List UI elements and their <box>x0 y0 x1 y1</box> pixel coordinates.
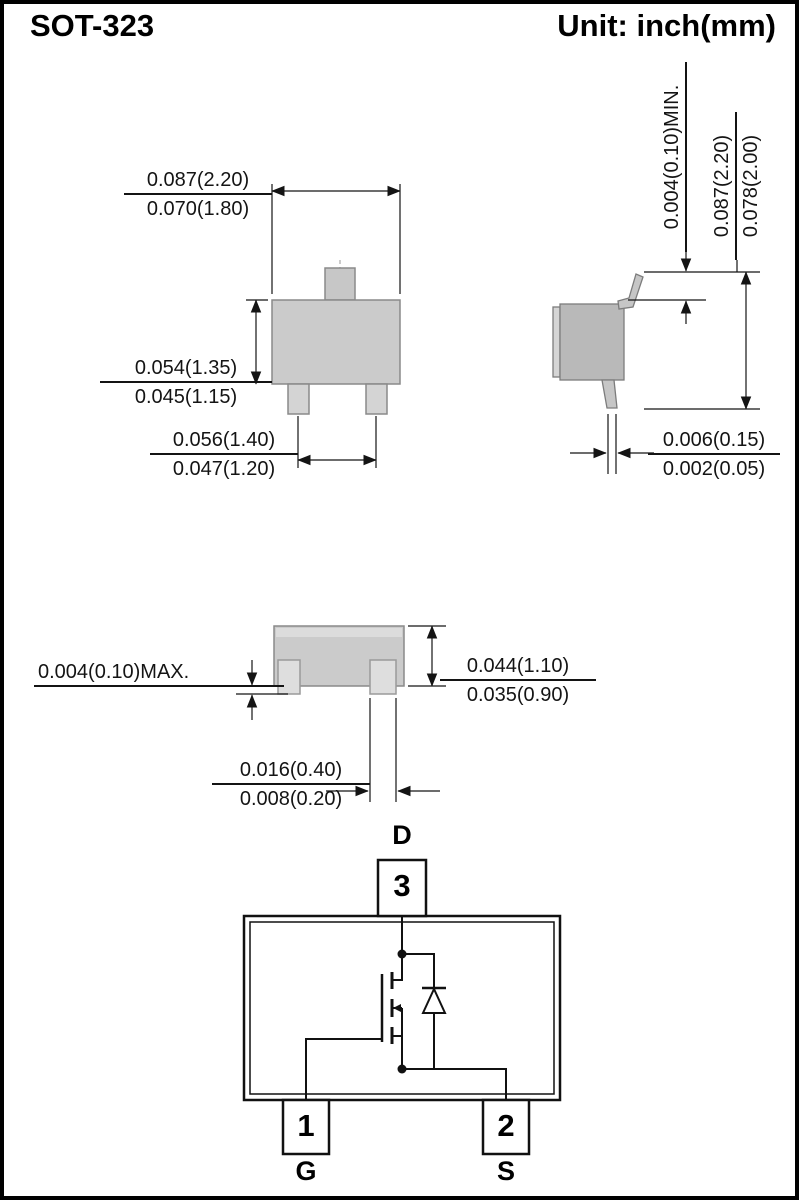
pin3-name: D <box>392 820 412 850</box>
dim-topview-lead-pitch-min: 0.047(1.20) <box>172 458 276 480</box>
top-view-body <box>271 299 401 385</box>
dim-sideview-lead-thickness: 0.006(0.15) 0.002(0.05) <box>648 428 780 481</box>
dim-frontview-lead-width-max: 0.016(0.40) <box>212 758 370 785</box>
pin1-box <box>281 1098 331 1156</box>
top-view-package <box>271 260 401 415</box>
dim-frontview-lead-width: 0.016(0.40) 0.008(0.20) <box>212 758 370 811</box>
dim-frontview-lead-width-min: 0.008(0.20) <box>239 788 343 810</box>
dim-frontview-body-height-min: 0.035(0.90) <box>466 684 570 706</box>
mosfet-circuit <box>305 916 507 1100</box>
dim-frontview-body-height: 0.044(1.10) 0.035(0.90) <box>440 654 596 707</box>
side-view-package <box>552 273 644 409</box>
body-diode <box>421 986 447 1014</box>
pin2-name: S <box>496 1156 515 1186</box>
pin3-box <box>376 858 428 918</box>
pin1-number: 1 <box>297 1108 315 1143</box>
dim-sideview-overall-height-min: 0.078(2.00) <box>740 134 762 238</box>
top-view-tab <box>324 267 356 301</box>
side-view-lead-top <box>617 273 644 310</box>
dim-topview-body-width-min: 0.070(1.80) <box>146 198 250 220</box>
dim-topview-lead-pitch: 0.056(1.40) 0.047(1.20) <box>150 428 298 481</box>
dim-topview-body-height: 0.054(1.35) 0.045(1.15) <box>100 356 272 409</box>
side-view-body <box>559 303 625 381</box>
source-junction-dot <box>397 1064 407 1074</box>
gate-wire <box>305 1038 382 1100</box>
dim-sideview-lead-thickness-min: 0.002(0.05) <box>662 458 766 480</box>
dim-topview-body-width: 0.087(2.20) 0.070(1.80) <box>124 168 272 221</box>
pin2-number: 2 <box>497 1108 515 1143</box>
source-wire <box>402 1068 507 1100</box>
pin3-number: 3 <box>393 868 411 903</box>
dim-topview-lead-pitch-max: 0.056(1.40) <box>150 428 298 455</box>
dim-sideview-overall-height: 0.087(2.20) 0.078(2.00) <box>710 112 763 260</box>
top-view-lead-right <box>365 383 388 415</box>
pinout-schematic <box>242 858 562 1156</box>
front-view-package <box>273 625 405 695</box>
dim-topview-body-height-min: 0.045(1.15) <box>134 386 238 408</box>
dim-topview-body-width-max: 0.087(2.20) <box>124 168 272 195</box>
mosfet-body-arrow <box>393 1004 401 1012</box>
side-view-lead-bottom <box>601 379 618 409</box>
drain-junction-dot <box>397 949 407 959</box>
pin1-name: G <box>295 1156 317 1186</box>
dim-topview-body-height-max: 0.054(1.35) <box>100 356 272 383</box>
dim-sideview-lead-clearance: 0.004(0.10)MIN. <box>660 62 687 252</box>
dimension-lines <box>236 184 760 802</box>
dim-sideview-lead-thickness-max: 0.006(0.15) <box>648 428 780 455</box>
dim-frontview-standoff-value: 0.004(0.10)MAX. <box>34 660 284 687</box>
top-view-lead-left <box>287 383 310 415</box>
unit-label: Unit: inch(mm) <box>557 8 776 43</box>
page-title: SOT-323 <box>30 8 155 43</box>
side-view-lead-edge <box>552 306 561 378</box>
dim-sideview-lead-clearance-value: 0.004(0.10)MIN. <box>660 62 687 252</box>
dim-sideview-overall-height-max: 0.087(2.20) <box>710 112 737 260</box>
dim-frontview-body-height-max: 0.044(1.10) <box>440 654 596 681</box>
front-view-top-face <box>276 628 402 637</box>
dim-frontview-standoff: 0.004(0.10)MAX. <box>34 660 284 687</box>
pin2-box <box>481 1098 531 1156</box>
front-view-lead-right <box>369 659 397 695</box>
